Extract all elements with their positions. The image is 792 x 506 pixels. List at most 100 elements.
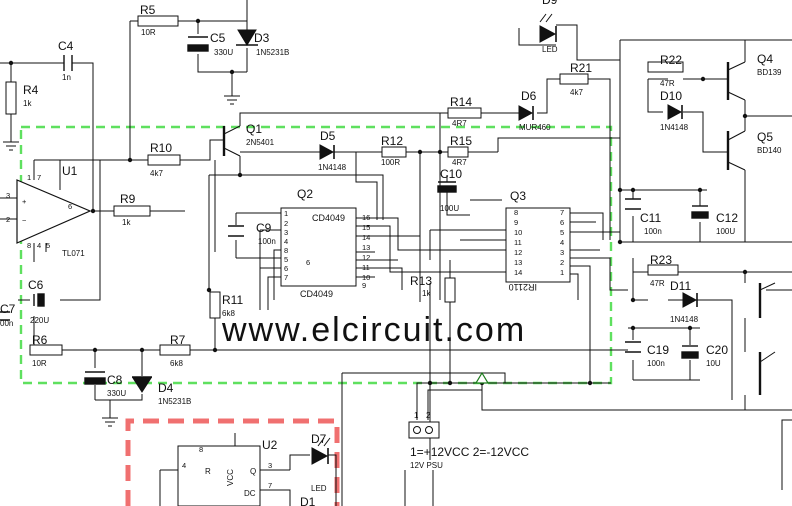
- op-amp-u1: + −: [16, 179, 92, 244]
- value-d4: 1N5231B: [158, 397, 191, 406]
- q2-pin: 13: [362, 243, 370, 252]
- label-q4: Q4: [757, 52, 773, 66]
- u2-pin: 7: [268, 481, 272, 490]
- label-c8: C8: [107, 373, 123, 387]
- value-d11: 1N4148: [670, 315, 699, 324]
- q2-pin: 6: [284, 264, 288, 273]
- value-c4: 1n: [62, 73, 71, 82]
- q2-pin: 15: [362, 223, 370, 232]
- label-r23: R23: [650, 253, 672, 267]
- label-c4: C4: [58, 39, 74, 53]
- value-r4: 1k: [23, 99, 32, 108]
- label-r9: R9: [120, 192, 136, 206]
- label-q3: Q3: [510, 189, 526, 203]
- value-c7: 00n: [0, 319, 13, 328]
- label-r4: R4: [23, 83, 39, 97]
- q3-pin: 11: [514, 238, 522, 247]
- u1-pin: 6: [68, 202, 72, 211]
- label-q2: Q2: [297, 187, 313, 201]
- label-c7: C7: [0, 302, 16, 316]
- value-d5: 1N4148: [318, 163, 347, 172]
- u2-pin-dc-name: DC: [244, 489, 256, 498]
- q2-pin: 2: [284, 219, 288, 228]
- u1-pin: 3: [6, 191, 10, 200]
- q3-pin: 9: [514, 218, 518, 227]
- q2-pin: 9: [362, 281, 366, 290]
- label-c20: C20: [706, 343, 728, 357]
- q3-pin: 7: [560, 208, 564, 217]
- label-d11: D11: [670, 279, 691, 293]
- value-c8: 330U: [107, 389, 126, 398]
- q2-pin: 7: [284, 273, 288, 282]
- q2-pin: 5: [284, 255, 288, 264]
- label-r12: R12: [381, 134, 403, 148]
- label-q5: Q5: [757, 130, 773, 144]
- junctions: [8, 18, 748, 386]
- u1-pin: 8: [27, 241, 31, 250]
- component-bodies: [5, 15, 684, 506]
- label-r10: R10: [150, 141, 172, 155]
- q2-pin: 16: [362, 213, 370, 222]
- u1-pin: 7: [37, 173, 41, 182]
- value-u1: TL071: [62, 249, 85, 258]
- value-r9: 1k: [122, 218, 131, 227]
- value-r23: 47R: [650, 279, 665, 288]
- capacitors: [0, 36, 709, 385]
- q2-pin: 6: [306, 258, 310, 267]
- q3-pin: 2: [560, 258, 564, 267]
- transistors: [222, 61, 776, 395]
- supply-arrow-marker: [474, 371, 490, 384]
- value-r7: 6k8: [170, 359, 183, 368]
- u1-pin: 4: [37, 241, 41, 250]
- svg-text:+: +: [22, 197, 27, 206]
- value-r21: 4k7: [570, 88, 583, 97]
- label-d6: D6: [521, 89, 537, 103]
- value-r5: 10R: [141, 28, 156, 37]
- q3-pin: 1: [560, 268, 564, 277]
- label-c10: C10: [440, 167, 462, 181]
- value-c9: 100n: [258, 237, 276, 246]
- q3-chip-label: IR2110: [509, 282, 537, 292]
- q2-chip-bottom: CD4049: [300, 289, 333, 299]
- u1-pin: 1: [27, 173, 31, 182]
- q3-pin: 3: [560, 248, 564, 257]
- label-d10: D10: [660, 89, 682, 103]
- label-c11: C11: [640, 211, 661, 225]
- value-c20: 10U: [706, 359, 721, 368]
- value-c6: 220U: [30, 316, 49, 325]
- value-d10: 1N4148: [660, 123, 689, 132]
- value-d3: 1N5231B: [256, 48, 289, 57]
- label-u1: U1: [62, 164, 78, 178]
- value-q1: 2N5401: [246, 138, 275, 147]
- label-q1: Q1: [246, 122, 262, 136]
- q3-pin: 4: [560, 238, 564, 247]
- value-r6: 10R: [32, 359, 47, 368]
- value-d7: LED: [311, 484, 327, 493]
- label-c6: C6: [28, 278, 44, 292]
- value-r12: 100R: [381, 158, 400, 167]
- q3-pin: 8: [514, 208, 518, 217]
- u2-pin-vcc-name: VCC: [226, 469, 235, 486]
- driver-module-border: [19, 125, 613, 385]
- q3-pin: 13: [514, 258, 522, 267]
- value-r15: 4R7: [452, 158, 467, 167]
- label-d5: D5: [320, 129, 336, 143]
- label-d7: D7: [311, 432, 327, 446]
- value-r10: 4k7: [150, 169, 163, 178]
- label-c5: C5: [210, 31, 226, 45]
- u1-pin: 2: [6, 215, 10, 224]
- watermark: www.elcircuit.com: [221, 311, 526, 349]
- q2-pin: 4: [284, 237, 288, 246]
- q2-pin: 3: [284, 228, 288, 237]
- u2-pin-q-name: Q: [250, 467, 256, 476]
- value-q5: BD140: [757, 146, 782, 155]
- value-r14: 4R7: [452, 119, 467, 128]
- value-r13: 1k: [422, 289, 431, 298]
- label-d9: D9: [542, 0, 558, 7]
- value-c19: 100n: [647, 359, 665, 368]
- q3-pin: 12: [514, 248, 522, 257]
- label-c12: C12: [716, 211, 738, 225]
- q2-pin: 14: [362, 233, 370, 242]
- value-r22: 47R: [660, 79, 675, 88]
